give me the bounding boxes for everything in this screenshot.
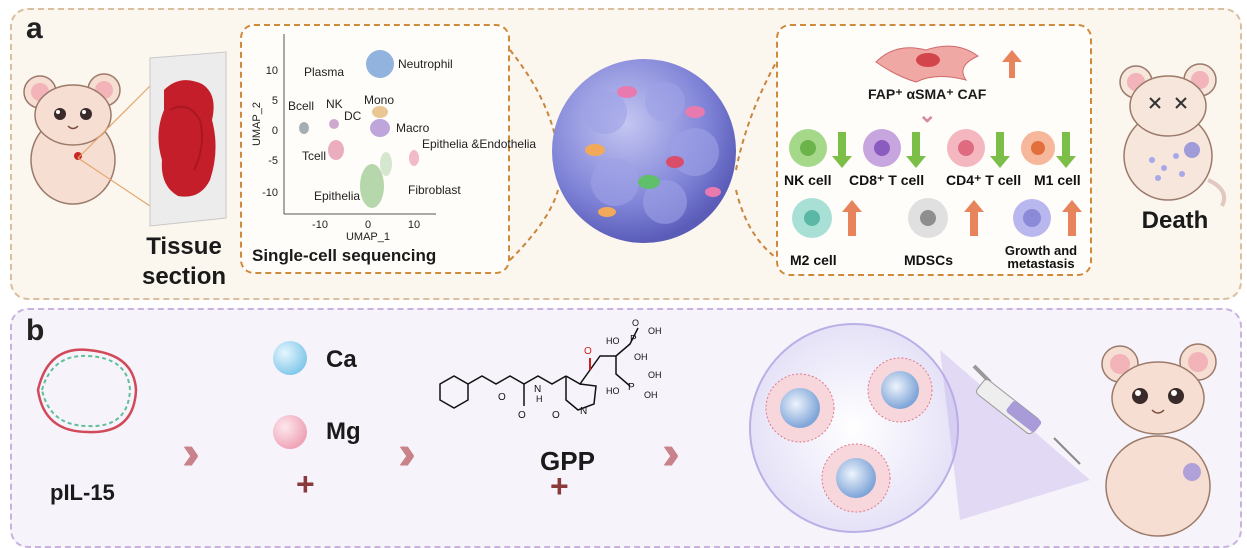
caf-label: FAP⁺ αSMA⁺ CAF bbox=[868, 86, 987, 102]
cd8-down-arrow bbox=[906, 132, 926, 168]
cluster-fibroblast bbox=[380, 152, 392, 176]
mdsc-up-arrow bbox=[964, 200, 984, 236]
atom-o-amide: O bbox=[552, 410, 560, 421]
zoom-lines bbox=[77, 85, 151, 207]
cells-row1 bbox=[789, 129, 1076, 168]
tumor-dot bbox=[74, 152, 82, 160]
plus-sign-2: + bbox=[550, 468, 569, 504]
atom-o-carbonyl: O bbox=[518, 410, 526, 421]
atom-h-amide: H bbox=[536, 394, 543, 404]
umap-caption: Single-cell sequencing bbox=[252, 246, 437, 265]
label-mono: Mono bbox=[364, 93, 394, 107]
label-fibroblast: Fibroblast bbox=[408, 183, 461, 197]
growth-metastasis-label: Growth and metastasis bbox=[1004, 243, 1078, 271]
label-nk: NK bbox=[326, 97, 343, 111]
y-tick-neg10: -10 bbox=[262, 187, 278, 199]
y-tick-neg5: -5 bbox=[268, 155, 278, 167]
cluster-bcell bbox=[299, 122, 309, 134]
x-eye-left bbox=[1149, 97, 1161, 109]
atom-p2: P bbox=[628, 382, 635, 393]
cluster-neutrophil bbox=[366, 50, 394, 78]
caf-cell-icon bbox=[875, 45, 979, 83]
cd4-cell-label: CD4⁺ T cell bbox=[946, 172, 1022, 188]
atom-o-p1: O bbox=[632, 318, 639, 328]
zoom-dash-right bbox=[735, 51, 783, 263]
chevron-right-icon-3: ›› bbox=[662, 427, 680, 480]
cd4-down-arrow bbox=[990, 132, 1010, 168]
label-dc: DC bbox=[344, 109, 362, 123]
label-macro: Macro bbox=[396, 121, 430, 135]
atom-n-amide: N bbox=[534, 384, 541, 395]
caf-up-arrow bbox=[1002, 50, 1022, 78]
nk-down-arrow bbox=[832, 132, 852, 168]
cluster-nk bbox=[329, 119, 339, 129]
atom-o-ester: O bbox=[498, 392, 506, 403]
y-tick-0: 0 bbox=[272, 125, 278, 137]
cluster-macro bbox=[370, 119, 390, 137]
umap-ylabel: UMAP_2 bbox=[251, 102, 263, 146]
ca-label: Ca bbox=[326, 346, 357, 373]
label-tcell: Tcell bbox=[302, 149, 326, 163]
plasmid-label: pIL-15 bbox=[50, 480, 115, 505]
atom-n-ring: N bbox=[580, 406, 587, 417]
death-label: Death bbox=[1141, 207, 1209, 234]
mdsc-label: MDSCs bbox=[904, 252, 954, 268]
treated-mouse-illustration bbox=[1101, 343, 1217, 537]
cd8-cell-label: CD8⁺ T cell bbox=[849, 172, 925, 188]
chevron-right-icon-2: ›› bbox=[398, 427, 416, 480]
panel-b-letter: b bbox=[26, 314, 45, 347]
m2-cell-label: M2 cell bbox=[790, 252, 837, 268]
y-tick-5: 5 bbox=[272, 95, 278, 107]
label-epithelia-endothelia: Epithelia &Endothelia bbox=[422, 137, 536, 151]
label-epithelia: Epithelia bbox=[314, 189, 360, 203]
cluster-mono bbox=[372, 106, 388, 118]
x-tick-neg10: -10 bbox=[312, 219, 328, 231]
mouse-illustration bbox=[23, 73, 121, 205]
nanoparticle-zoom-illustration bbox=[749, 323, 959, 533]
double-chevron-down-icon: ⌄ bbox=[918, 102, 937, 127]
ca-sphere-icon bbox=[273, 341, 307, 375]
x-eye-right bbox=[1175, 97, 1187, 109]
atom-oh-center: OH bbox=[634, 352, 648, 362]
chevron-right-icon-1: ›› bbox=[182, 427, 200, 480]
y-tick-10: 10 bbox=[266, 65, 278, 77]
dead-mouse-illustration bbox=[1119, 63, 1227, 207]
atom-ho-p1: HO bbox=[606, 336, 620, 346]
growth-up-arrow bbox=[1062, 200, 1082, 236]
atom-ho-p2: HO bbox=[606, 386, 620, 396]
cells-row2 bbox=[792, 198, 1082, 238]
label-neutrophil: Neutrophil bbox=[398, 57, 453, 71]
label-bcell: Bcell bbox=[288, 99, 314, 113]
atom-oh-p2b: OH bbox=[644, 390, 658, 400]
umap-xlabel: UMAP_1 bbox=[346, 231, 390, 243]
panel-a-letter: a bbox=[26, 12, 43, 45]
cluster-epithelia bbox=[360, 164, 384, 208]
label-plasma: Plasma bbox=[304, 65, 344, 79]
umap-plot: 10 5 0 -5 -10 -10 0 10 UMAP_1 UMAP_2 Pla… bbox=[251, 34, 536, 243]
m2-up-arrow bbox=[842, 200, 862, 236]
tissue-section-image bbox=[149, 51, 227, 227]
nk-cell-label: NK cell bbox=[784, 172, 832, 188]
gpp-chemical-structure: O O N H O N O O OH P HO OH OH P HO OH bbox=[439, 318, 662, 421]
plus-sign-1: + bbox=[296, 466, 315, 502]
atom-oh-p1: OH bbox=[648, 326, 662, 336]
gpp-label: GPP bbox=[540, 446, 595, 476]
atom-p1: P bbox=[630, 334, 637, 345]
mg-label: Mg bbox=[326, 418, 361, 445]
tumor-sphere-illustration bbox=[552, 59, 736, 243]
atom-o-red: O bbox=[584, 346, 592, 357]
tissue-section-label: Tissue section bbox=[141, 233, 227, 290]
mg-sphere-icon bbox=[273, 415, 307, 449]
m1-cell-label: M1 cell bbox=[1034, 172, 1081, 188]
atom-oh-p2: OH bbox=[648, 370, 662, 380]
cluster-endothelia bbox=[409, 150, 419, 166]
syringe-icon bbox=[972, 364, 1081, 465]
cluster-tcell bbox=[328, 140, 344, 160]
plasmid-illustration bbox=[36, 348, 138, 434]
x-tick-10: 10 bbox=[408, 219, 420, 231]
m1-down-arrow bbox=[1056, 132, 1076, 168]
x-tick-0: 0 bbox=[365, 219, 371, 231]
